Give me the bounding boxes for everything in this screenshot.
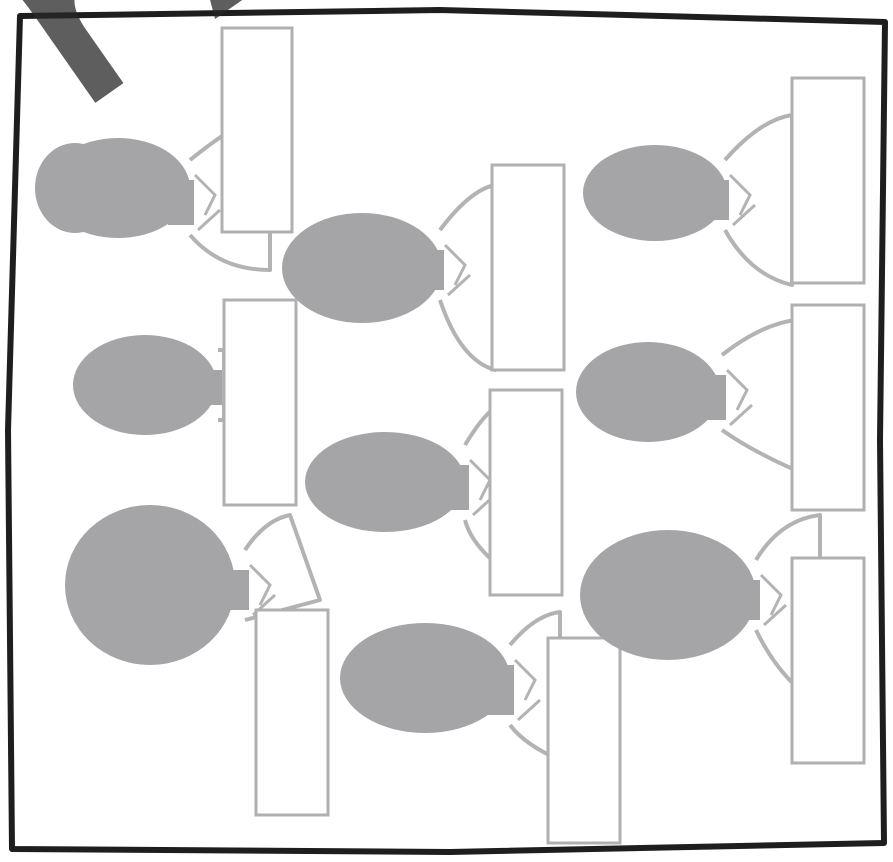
- head-silhouette: [46, 138, 190, 238]
- head-silhouette: [65, 505, 235, 665]
- head-silhouette: [305, 432, 465, 532]
- figure-shoulders: [725, 115, 792, 285]
- figure-4: [73, 300, 296, 505]
- head-silhouette: [282, 213, 442, 323]
- figure-2: [282, 165, 564, 370]
- answer-box[interactable]: [792, 78, 864, 283]
- figure-shoulders: [245, 515, 320, 620]
- answer-box[interactable]: [222, 28, 292, 232]
- answer-box[interactable]: [490, 390, 562, 595]
- figure-7: [65, 505, 328, 815]
- answer-box[interactable]: [792, 305, 864, 510]
- head-silhouette: [580, 530, 756, 660]
- figure-8: [340, 612, 620, 843]
- figure-group: [35, 28, 864, 843]
- figure-1: [46, 28, 292, 270]
- figure-5: [305, 390, 562, 595]
- answer-box[interactable]: [492, 165, 564, 370]
- head-silhouette: [340, 623, 510, 733]
- figure-6: [576, 305, 864, 510]
- head-silhouette: [73, 335, 217, 435]
- figure-shoulders: [722, 320, 795, 470]
- answer-box[interactable]: [224, 300, 296, 505]
- head-silhouette: [583, 145, 727, 241]
- head-silhouette: [576, 342, 720, 442]
- figure-9: [580, 515, 864, 763]
- answer-box[interactable]: [256, 610, 328, 815]
- answer-box[interactable]: [548, 638, 620, 843]
- answer-box[interactable]: [792, 558, 864, 763]
- figure-3: [583, 78, 864, 285]
